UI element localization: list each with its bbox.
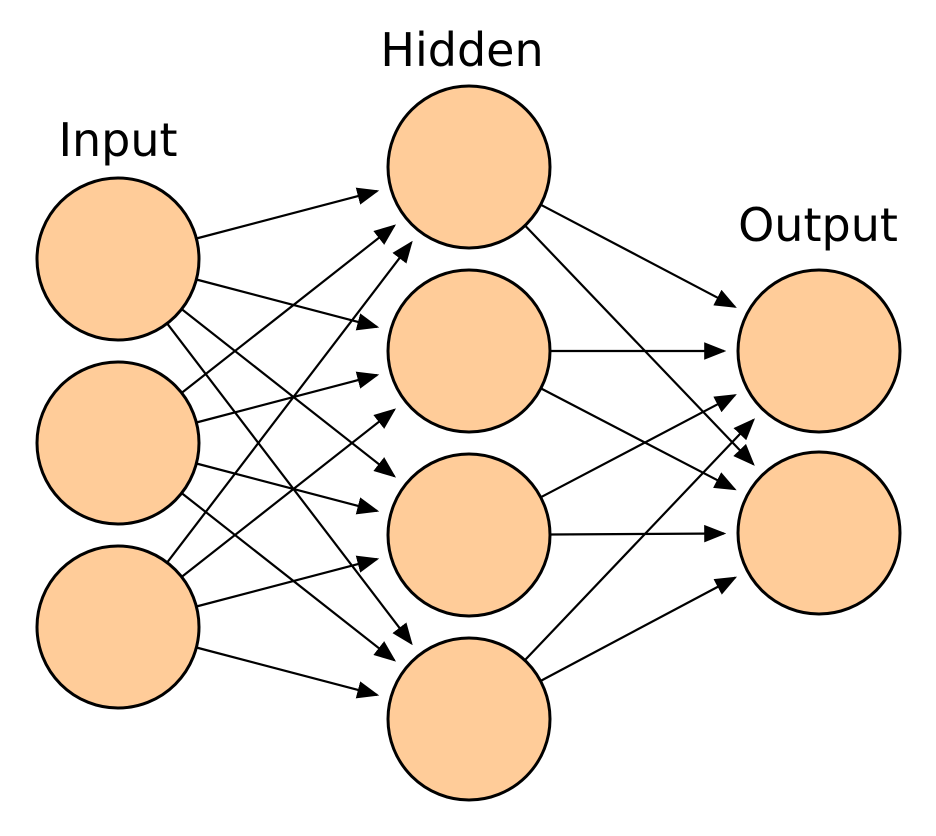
input-node-3 xyxy=(35,544,201,710)
output-node-1 xyxy=(736,268,902,434)
output-layer-label: Output xyxy=(738,198,898,252)
edges-group xyxy=(166,187,756,699)
output-node-2 xyxy=(736,450,902,616)
edge-input-1-to-hidden-2 xyxy=(196,278,380,331)
edge-input-2-to-hidden-4 xyxy=(181,492,397,662)
edge-input-3-to-hidden-2 xyxy=(181,408,397,578)
edge-input-1-to-hidden-3 xyxy=(181,308,397,478)
edge-input-2-to-hidden-3 xyxy=(196,462,380,515)
hidden-node-4 xyxy=(386,636,552,802)
edge-input-2-to-hidden-1 xyxy=(181,224,397,394)
edge-input-3-to-hidden-4 xyxy=(196,646,380,699)
edge-hidden-3-to-output-2 xyxy=(549,524,727,543)
edge-hidden-4-to-output-1 xyxy=(524,418,756,662)
nodes-group xyxy=(35,84,902,802)
edge-input-1-to-hidden-1 xyxy=(196,187,380,240)
hidden-node-2 xyxy=(386,268,552,434)
edge-input-3-to-hidden-3 xyxy=(196,555,380,608)
hidden-node-3 xyxy=(386,452,552,618)
input-node-1 xyxy=(35,176,201,342)
edge-hidden-1-to-output-1 xyxy=(540,203,737,308)
input-layer-label: Input xyxy=(58,113,177,167)
edge-input-3-to-hidden-1 xyxy=(166,240,413,564)
hidden-node-1 xyxy=(386,84,552,250)
hidden-layer-label: Hidden xyxy=(380,23,543,77)
edge-hidden-3-to-output-1 xyxy=(540,394,737,499)
input-node-2 xyxy=(35,360,201,526)
edge-hidden-2-to-output-2 xyxy=(540,387,737,491)
edge-hidden-1-to-output-2 xyxy=(524,224,755,466)
edge-input-1-to-hidden-4 xyxy=(166,322,413,646)
edge-input-2-to-hidden-2 xyxy=(196,371,380,424)
edge-hidden-4-to-output-2 xyxy=(539,576,738,682)
